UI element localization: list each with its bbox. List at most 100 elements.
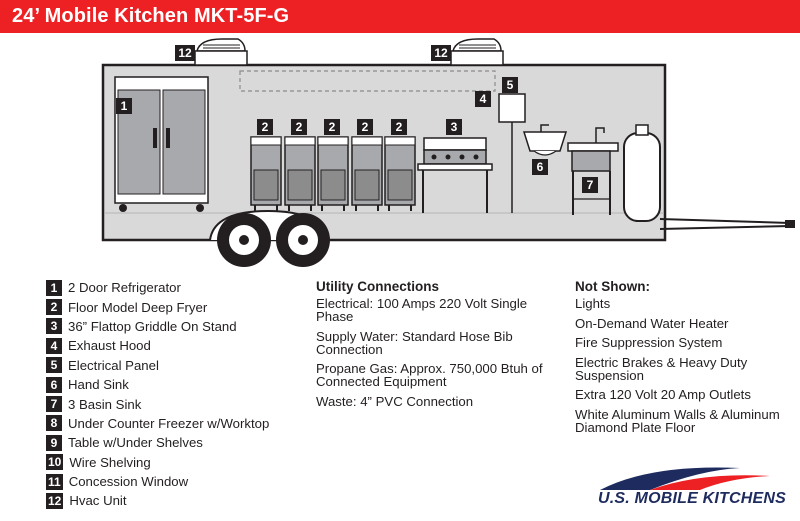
not-shown-title: Not Shown:: [575, 279, 650, 294]
badge-griddle: 3: [446, 119, 462, 135]
svg-text:2: 2: [396, 120, 403, 134]
trailer-svg: 12 12 1 2 2 2 2 2: [101, 38, 795, 267]
page-title: 24’ Mobile Kitchen MKT-5F-G: [12, 5, 290, 27]
hvac-unit-left: [194, 38, 248, 66]
trailer-tongue: [659, 218, 795, 230]
svg-text:1: 1: [121, 99, 128, 113]
not-shown-list: Not Shown: Lights On-Demand Water Heater…: [575, 278, 790, 441]
legend-number: 2: [46, 299, 62, 316]
legend-label: 2 Door Refrigerator: [68, 280, 181, 296]
concession-window: [239, 70, 496, 92]
badge-fryer-4: 2: [357, 119, 373, 135]
not-shown-item: Fire Suppression System: [575, 335, 723, 351]
badge-hand-sink: 6: [532, 159, 548, 175]
svg-text:2: 2: [296, 120, 303, 134]
legend-label: Wire Shelving: [69, 454, 151, 470]
utility-item: Waste: 4” PVC Connection: [316, 393, 474, 409]
legend-number: 3: [46, 318, 62, 335]
badge-refrigerator: 1: [116, 98, 132, 114]
fryer-3: [317, 136, 349, 211]
legend-label: Under Counter Freezer w/Worktop: [68, 415, 270, 431]
legend-item: 11 Concession Window: [46, 472, 306, 491]
not-shown-item: Extra 120 Volt 20 Amp Outlets: [575, 387, 751, 403]
refrigerator: [114, 76, 209, 212]
legend-label: Hand Sink: [68, 377, 129, 393]
badge-fryer-3: 2: [324, 119, 340, 135]
svg-text:2: 2: [262, 120, 269, 134]
badge-hvac-left: 12: [175, 45, 195, 61]
badge-fryer-1: 2: [257, 119, 273, 135]
legend-item: 9 Table w/Under Shelves: [46, 433, 306, 452]
legend-number: 11: [46, 473, 63, 490]
svg-text:12: 12: [178, 46, 192, 60]
svg-text:12: 12: [434, 46, 448, 60]
legend-label: Floor Model Deep Fryer: [68, 299, 208, 315]
badge-electrical-panel: 5: [502, 77, 518, 93]
propane-tank: [623, 124, 661, 222]
svg-text:7: 7: [587, 178, 594, 192]
legend-number: 1: [46, 279, 62, 296]
utility-title: Utility Connections: [316, 279, 440, 294]
griddle-on-stand: [417, 137, 493, 213]
hand-sink: [522, 124, 568, 156]
svg-text:4: 4: [480, 92, 487, 106]
legend-number: 10: [46, 454, 64, 471]
legend-number: 7: [46, 396, 62, 413]
legend-item: 6 Hand Sink: [46, 375, 306, 394]
company-logo: U.S. MOBILE KITCHENS: [590, 462, 790, 517]
legend-number: 4: [46, 337, 62, 354]
legend-item: 8 Under Counter Freezer w/Worktop: [46, 414, 306, 433]
badge-fryer-2: 2: [291, 119, 307, 135]
legend-number: 6: [46, 376, 62, 393]
badge-fryer-5: 2: [391, 119, 407, 135]
legend-label: 36” Flattop Griddle On Stand: [68, 318, 237, 334]
logo-swoosh-icon: [600, 467, 770, 490]
svg-text:3: 3: [451, 120, 458, 134]
svg-text:5: 5: [507, 78, 514, 92]
legend-number: 12: [46, 492, 64, 509]
not-shown-item: Lights: [575, 296, 611, 311]
utility-connections: Utility Connections Electrical: 100 Amps…: [316, 278, 546, 414]
not-shown-item: On-Demand Water Heater: [575, 315, 729, 331]
legend-label: Exhaust Hood: [68, 338, 151, 354]
legend-number: 5: [46, 357, 62, 374]
legend-label: Hvac Unit: [69, 493, 127, 509]
fryer-5: [384, 136, 416, 211]
utility-item: Propane Gas: Approx. 750,000 Btuh of Con…: [316, 361, 543, 390]
badge-basin-sink: 7: [582, 177, 598, 193]
badge-exhaust-hood: 4: [475, 91, 491, 107]
legend-item: 7 3 Basin Sink: [46, 394, 306, 413]
fryer-1: [250, 136, 282, 211]
legend-item: 5 Electrical Panel: [46, 356, 306, 375]
svg-text:6: 6: [537, 160, 544, 174]
legend-item: 12 Hvac Unit: [46, 491, 306, 510]
hvac-unit-right: [450, 38, 504, 66]
fryer-2: [284, 136, 316, 211]
legend-label: Electrical Panel: [68, 357, 159, 373]
legend-item: 3 36” Flattop Griddle On Stand: [46, 317, 306, 336]
utility-item: Electrical: 100 Amps 220 Volt Single Pha…: [316, 296, 528, 324]
fryer-4: [351, 136, 383, 211]
three-basin-sink: [567, 127, 619, 215]
header-bar: 24’ Mobile Kitchen MKT-5F-G: [0, 0, 800, 33]
logo-text: U.S. MOBILE KITCHENS: [598, 490, 787, 507]
legend-item: 4 Exhaust Hood: [46, 336, 306, 355]
not-shown-item: Electric Brakes & Heavy Duty Suspension: [575, 354, 748, 383]
equipment-legend: 1 2 Door Refrigerator 2 Floor Model Deep F…: [46, 278, 306, 511]
legend-label: 3 Basin Sink: [68, 396, 142, 412]
not-shown-item: White Aluminum Walls & Aluminum Diamond …: [575, 406, 780, 435]
wheel-left: [217, 213, 271, 267]
electrical-panel: [498, 93, 526, 213]
utility-item: Supply Water: Standard Hose Bib Connecti…: [316, 328, 513, 357]
wheel-right: [276, 213, 330, 267]
legend-item: 2 Floor Model Deep Fryer: [46, 297, 306, 316]
badge-hvac-right: 12: [431, 45, 451, 61]
legend-item: 1 2 Door Refrigerator: [46, 278, 306, 297]
svg-text:2: 2: [362, 120, 369, 134]
legend-item: 10 Wire Shelving: [46, 453, 306, 472]
legend-number: 9: [46, 434, 62, 451]
legend-label: Concession Window: [68, 474, 189, 490]
legend-label: Table w/Under Shelves: [68, 435, 203, 451]
legend-number: 8: [46, 415, 62, 432]
trailer-diagram: 12 12 1 2 2 2 2 2: [0, 33, 800, 273]
